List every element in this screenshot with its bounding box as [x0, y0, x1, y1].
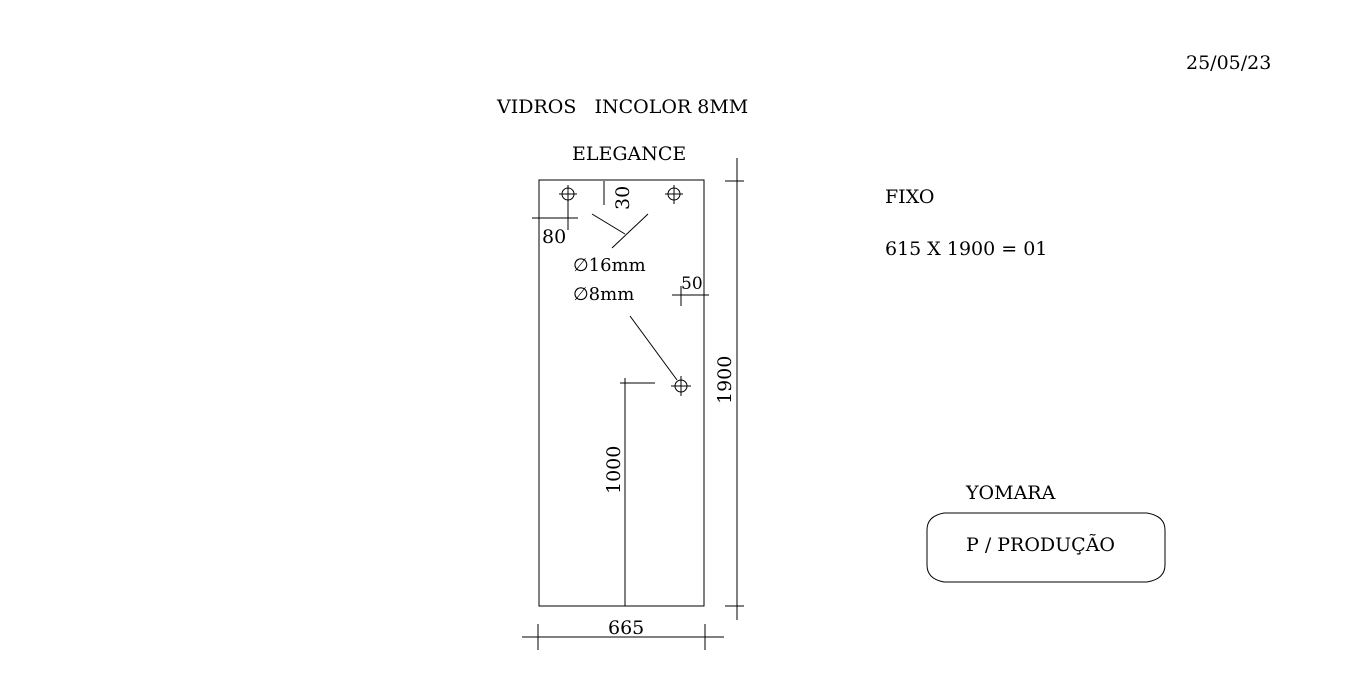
date-label: 25/05/23 [1186, 52, 1271, 74]
panel-type-label: FIXO [885, 186, 934, 208]
glass-spec-title: VIDROS INCOLOR 8MM [496, 96, 748, 118]
diameter-16mm-label: ∅16mm [573, 255, 646, 276]
dimension-30-label: 30 [612, 186, 634, 210]
hole-symbol-top-right [665, 185, 683, 204]
dimension-80-label: 80 [542, 226, 566, 248]
dimension-1900-label: 1900 [714, 356, 736, 404]
model-title: ELEGANCE [572, 143, 686, 165]
hole-symbol-top-left [559, 185, 577, 204]
stamp-production-label: P / PRODUÇÃO [966, 534, 1115, 556]
glass-panel-outline [538, 179, 705, 607]
diameter-8mm-label: ∅8mm [573, 284, 634, 305]
leader-line-middle-hole [629, 315, 678, 381]
dimension-665-label: 665 [608, 617, 644, 639]
hole-symbol-middle-right [671, 376, 691, 396]
dimension-1000-label: 1000 [603, 446, 625, 494]
stamp-frame [926, 512, 1166, 583]
dimension-50-label: 50 [681, 274, 703, 294]
leader-lines-top [591, 213, 649, 249]
panel-spec-label: 615 X 1900 = 01 [885, 238, 1047, 260]
stamp-name-label: YOMARA [965, 482, 1056, 504]
